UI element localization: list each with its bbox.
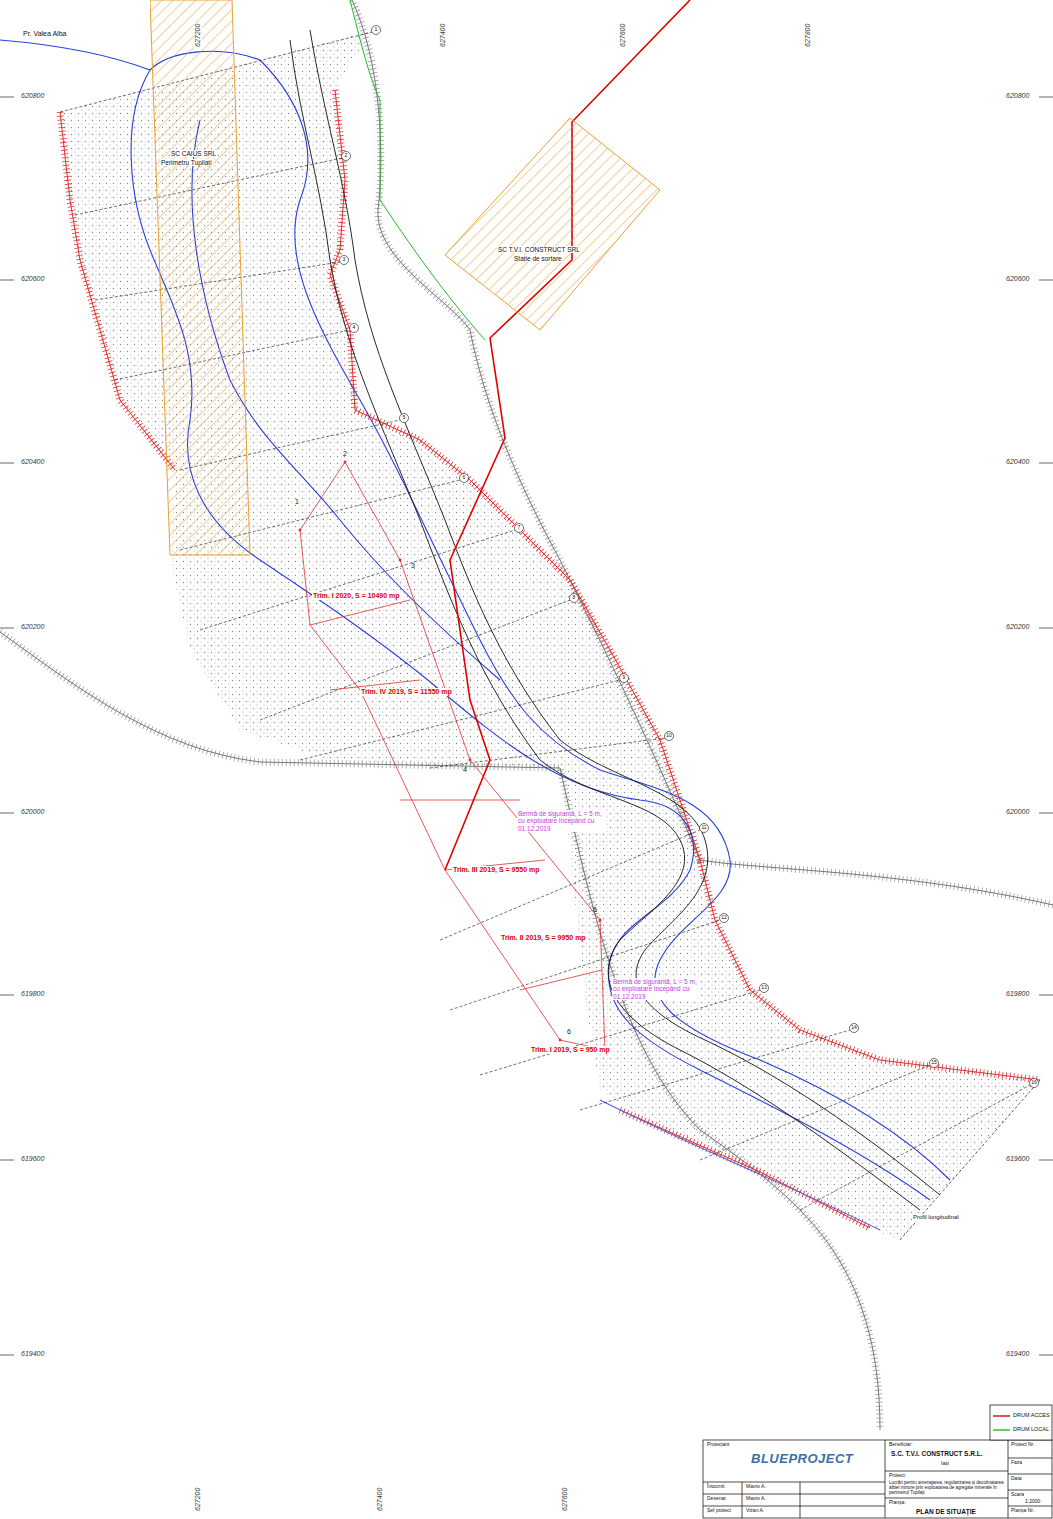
coordinate: 620000 xyxy=(1005,808,1030,816)
coordinate: 627400 xyxy=(439,23,447,48)
perimeter-label: SC T.V.I. CONSTRUCT SRL xyxy=(497,246,581,253)
section-number: 6 xyxy=(463,475,466,481)
legend-text: DRUM LOCAL xyxy=(1012,1426,1050,1432)
section-number: 10 xyxy=(666,733,672,739)
coordinate: 627400 xyxy=(376,1487,384,1512)
legend-sample xyxy=(993,1415,1010,1416)
coordinate: 619800 xyxy=(20,990,45,998)
coordinate: 619800 xyxy=(1005,990,1030,998)
section-number: 2 xyxy=(345,153,348,159)
coordinate: 620600 xyxy=(1005,275,1030,283)
coordinate: 627800 xyxy=(804,23,812,48)
section-number: 3 xyxy=(343,257,346,263)
zone-label: Trim. II 2019, S = 9950 mp xyxy=(500,934,587,942)
coordinate: 620000 xyxy=(20,808,45,816)
berm-note: Bermă de siguranță, L = 5 m, cu exploata… xyxy=(612,978,700,1000)
coordinate: 619600 xyxy=(1005,1155,1030,1163)
title-cell: Scara xyxy=(1010,1492,1025,1498)
section-number: 12 xyxy=(721,915,727,921)
title-cell: Proiect Nr. xyxy=(1010,1442,1035,1448)
coordinate: 620200 xyxy=(20,623,45,631)
section-circle xyxy=(340,26,1039,1088)
coordinate: 619600 xyxy=(20,1155,45,1163)
company-logo: BLUEPROJECT xyxy=(750,1452,854,1467)
title-cell: Vizan A. xyxy=(745,1508,765,1514)
zone-label: Trim. III 2019, S = 9550 mp xyxy=(452,866,541,874)
coordinate: 627200 xyxy=(194,1487,202,1512)
coordinate: 620400 xyxy=(1005,458,1030,466)
section-number: 4 xyxy=(353,325,356,331)
berm-note: Bermă de siguranță, L = 5 m, cu exploata… xyxy=(517,810,605,832)
title-cell: Întocmit xyxy=(706,1484,726,1490)
section-number: 9 xyxy=(623,675,626,681)
title-cell: 1:2000 xyxy=(1024,1499,1041,1505)
point-number: 5 xyxy=(592,906,598,914)
coordinate: 620200 xyxy=(1005,623,1030,631)
terrain-line xyxy=(0,0,1053,1430)
coordinate: 627600 xyxy=(561,1487,569,1512)
river-bank xyxy=(0,40,950,1230)
hatch-outline xyxy=(445,118,662,332)
title-cell: Beneficiar: xyxy=(888,1442,914,1448)
title-cell: Șef proiect xyxy=(706,1508,732,1514)
title-block xyxy=(703,1405,1052,1518)
exploitation-zone xyxy=(300,462,605,1050)
section-number: 11 xyxy=(701,825,706,831)
coordinate: 620800 xyxy=(1005,92,1030,100)
title-cell: Iași xyxy=(940,1461,950,1467)
point-number: 1 xyxy=(294,498,300,506)
section-number: 8 xyxy=(573,595,576,601)
hatched-perimeter: SC CAIUS SRL Perimetru Tupilați xyxy=(150,0,251,557)
section-number: 1 xyxy=(375,27,378,33)
profile-label: Profil longitudinal xyxy=(912,1214,960,1221)
zone-label: Trim. I 2019, S = 950 mp xyxy=(530,1046,611,1054)
section-number: 5 xyxy=(403,415,406,421)
title-cell: Data xyxy=(1010,1476,1023,1482)
zone-label: Trim. IV 2019, S = 11550 mp xyxy=(360,688,453,696)
hatch-outline xyxy=(150,0,251,557)
point-number: 2 xyxy=(342,450,348,458)
coordinate: 620800 xyxy=(20,92,45,100)
perimeter-label: Perimetru Tupilați xyxy=(160,159,213,166)
river-name: Pr. Valea Alba xyxy=(22,30,67,38)
title-cell: Desenat xyxy=(706,1496,727,1502)
zone-point xyxy=(299,461,602,1042)
point-number: 3 xyxy=(410,562,416,570)
channel-line xyxy=(290,30,940,1210)
section-number: 15 xyxy=(931,1060,937,1066)
grid-ticks xyxy=(0,97,1053,1355)
section-number: 14 xyxy=(851,1025,857,1031)
coordinate: 627600 xyxy=(619,23,627,48)
perimeter-label: SC CAIUS SRL xyxy=(170,150,217,157)
title-cell: Mavro A. xyxy=(745,1484,767,1490)
local-road xyxy=(350,0,485,340)
title-cell: Mavro A. xyxy=(745,1496,767,1502)
title-cell: S.C. T.V.I. CONSTRUCT S.R.L. xyxy=(890,1450,984,1457)
coordinate: 620600 xyxy=(20,275,45,283)
boundary-line xyxy=(900,1080,1040,1240)
coordinate: 619400 xyxy=(20,1350,45,1358)
legend-text: DRUM ACCES xyxy=(1012,1412,1051,1418)
title-cell: Lucrări pentru amenajarea, regularizarea… xyxy=(888,1480,1006,1496)
point-number: 6 xyxy=(566,1028,572,1036)
title-cell: Faza xyxy=(1010,1460,1023,1466)
section-number: 16 xyxy=(1031,1080,1037,1086)
perimeter-label: Stație de sortare xyxy=(513,255,563,262)
legend-sample xyxy=(993,1429,1010,1430)
coordinate: 619400 xyxy=(1005,1350,1030,1358)
point-number: 4 xyxy=(462,766,468,774)
coordinate: 620400 xyxy=(20,458,45,466)
drawing-title: PLAN DE SITUAȚIE xyxy=(915,1508,977,1515)
title-cell: Planșa Nr. xyxy=(1010,1508,1035,1514)
coordinate: 627200 xyxy=(194,23,202,48)
title-cell: Proiectant xyxy=(706,1442,731,1448)
section-number: 7 xyxy=(518,525,521,531)
hatched-perimeter: SC T.V.I. CONSTRUCT SRL Stație de sortare xyxy=(445,118,662,332)
title-cell: Planșa: xyxy=(888,1500,907,1506)
zone-label: Trim. I 2020, S = 10490 mp xyxy=(312,592,401,600)
title-cell: Proiect: xyxy=(888,1473,907,1479)
section-number: 13 xyxy=(761,985,767,991)
access-road xyxy=(445,0,690,870)
